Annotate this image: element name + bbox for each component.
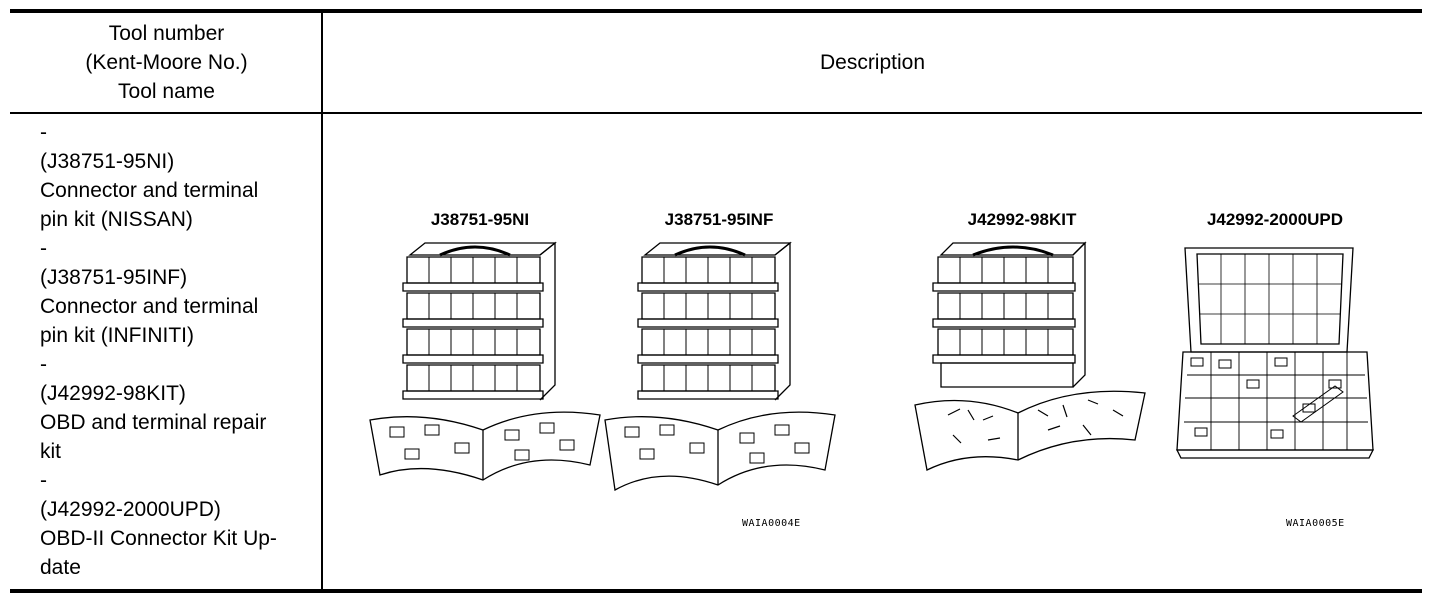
- header-tool-number: Tool number (Kent-Moore No.) Tool name: [12, 13, 321, 112]
- header-line: (Kent-Moore No.): [85, 51, 248, 74]
- drawer-cabinet-kit-illustration: [600, 235, 840, 495]
- tool-line: kit: [40, 440, 61, 463]
- tool-line: (J38751-95INF): [40, 266, 188, 289]
- tool-line: Connector and terminal: [40, 295, 259, 318]
- tool-line: -: [40, 353, 47, 376]
- table-bottom-rule: [10, 589, 1422, 593]
- drawer-cabinet-kit-illustration: [365, 235, 605, 495]
- tool-line: Connector and terminal: [40, 179, 259, 202]
- tool-line: pin kit (NISSAN): [40, 208, 193, 231]
- tool-line: -: [40, 469, 47, 492]
- kit-label-j38751-95inf: J38751-95INF: [664, 210, 774, 229]
- tool-line: (J42992-98KIT): [40, 382, 186, 405]
- tool-line: (J42992-2000UPD): [40, 498, 221, 521]
- connector-kit-case-illustration: [1175, 240, 1375, 470]
- tool-line: date: [40, 556, 81, 579]
- kit-label-j42992-2000upd: J42992-2000UPD: [1206, 210, 1344, 229]
- tool-line: OBD and terminal repair: [40, 411, 267, 434]
- tool-line: (J38751-95NI): [40, 150, 175, 173]
- tool-line: -: [40, 121, 47, 144]
- header-description: Description: [819, 50, 926, 74]
- kit-label-j42992-98kit: J42992-98KIT: [967, 210, 1077, 229]
- tool-line: -: [40, 237, 47, 260]
- kit-label-j38751-95ni: J38751-95NI: [430, 210, 530, 229]
- header-line: Tool number: [108, 22, 225, 45]
- table-top-rule: [10, 9, 1422, 13]
- tool-list: - (J38751-95NI) Connector and terminal p…: [40, 118, 310, 582]
- tool-line: OBD-II Connector Kit Up-: [40, 527, 277, 550]
- figure-code-1: WAIA0004E: [742, 518, 801, 529]
- tool-line: pin kit (INFINITI): [40, 324, 195, 347]
- terminal-repair-kit-illustration: [913, 235, 1153, 475]
- header-divider: [10, 112, 1422, 114]
- figure-code-2: WAIA0005E: [1286, 518, 1345, 529]
- header-line: Tool name: [118, 80, 215, 103]
- column-divider: [321, 11, 323, 591]
